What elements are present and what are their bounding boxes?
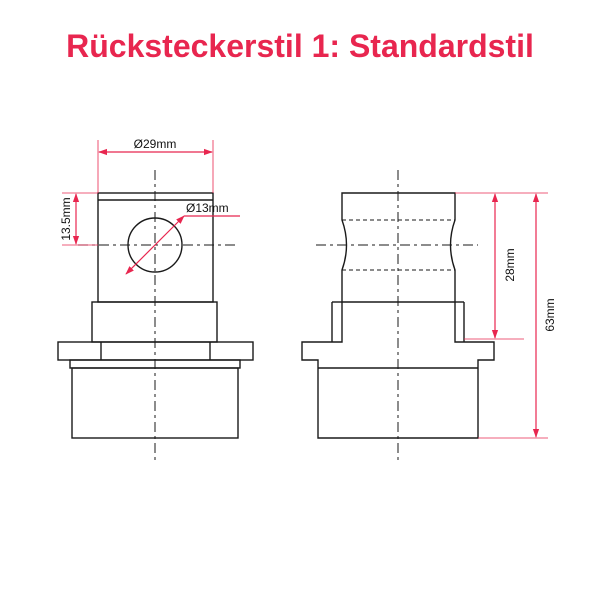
inner-height-dimension-label: 28mm: [503, 248, 517, 281]
hole-dimension-label: Ø13mm: [186, 201, 229, 215]
dimension-annotations: Ø29mm Ø13mm 13.5mm 28mm 63mm: [59, 137, 557, 439]
hole-dimension-line: [125, 215, 185, 275]
page-title: Rücksteckerstil 1: Standardstil: [66, 28, 534, 64]
width-dimension-label: Ø29mm: [134, 137, 177, 151]
side-view: [301, 170, 495, 462]
total-height-dimension-label: 63mm: [543, 298, 557, 331]
hole-height-dimension-label: 13.5mm: [59, 197, 73, 240]
